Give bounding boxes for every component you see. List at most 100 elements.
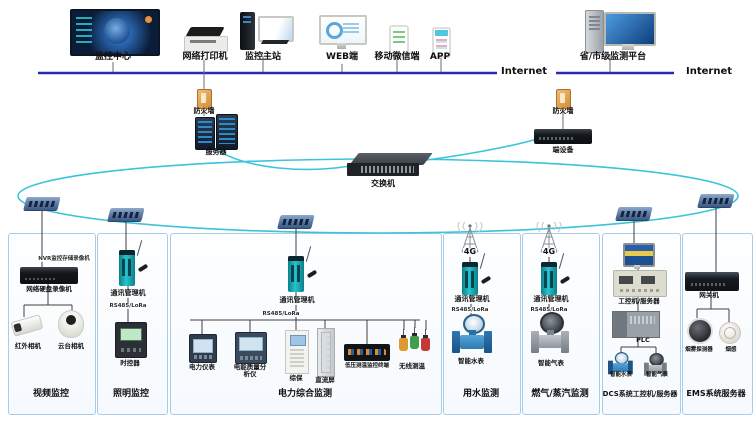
web-monitor-icon — [319, 15, 367, 45]
dcs-gas-meter-flange-right — [662, 362, 667, 376]
water-4g-label: 4G — [462, 247, 478, 257]
power-gateway-label: 通讯管理机 — [278, 296, 316, 305]
protection-relay-label: 综保 — [289, 374, 303, 382]
video-panel-lines — [23, 284, 73, 317]
smart-water-meter-label: 智能水表 — [458, 357, 484, 365]
firewall-right-label: 防火墙 — [552, 107, 574, 115]
main-station-keyboard — [260, 40, 290, 44]
water-meter-flange-right — [484, 331, 492, 353]
gas-meter-flange-right — [561, 331, 569, 353]
provincial-platform-tower-icon — [585, 10, 604, 53]
dcs-water-meter-flange-left — [608, 360, 613, 375]
panel-water-title: 用水监测 — [462, 389, 500, 399]
power-bus-label: RS485/LoRa — [261, 311, 301, 318]
time-controller-label: 时控器 — [120, 359, 140, 367]
dome-camera-label: 云台相机 — [58, 342, 84, 350]
wechat-label: 移动微信端 — [374, 52, 420, 62]
ipc-screen — [625, 245, 653, 265]
provincial-platform-screen — [606, 14, 654, 44]
water-meter-neck — [469, 330, 476, 335]
switch-label: 交换机 — [371, 179, 395, 188]
smoke-sensor-label: 烟感 — [725, 347, 737, 353]
access-hub-2 — [107, 208, 145, 221]
gas-bus-label: RS485/LoRa — [529, 307, 569, 314]
printer-slot — [190, 40, 216, 43]
access-hub-4 — [615, 207, 653, 220]
dcs-gas-meter-label: 智能气表 — [645, 372, 669, 378]
panel-lighting-title: 照明监控 — [112, 389, 150, 399]
water-gateway-label: 通讯管理机 — [453, 295, 491, 304]
gas-meter-body — [538, 335, 562, 348]
panel-gas-title: 燃气/蒸汽监测 — [531, 389, 589, 399]
web-chart-lines — [343, 23, 359, 35]
dc-panel-label: 直流屏 — [315, 376, 335, 384]
provincial-platform-stand — [622, 44, 634, 50]
hub-drop-lines — [41, 207, 717, 272]
power-quality-analyzer-label: 电能质量分析仪 — [233, 363, 267, 379]
network-printer-icon — [184, 27, 228, 52]
main-station-monitor-icon — [258, 16, 294, 42]
ellipsis-dots: ··· — [381, 345, 391, 354]
printer-body — [184, 36, 228, 52]
dome-camera-icon — [58, 310, 84, 338]
gas-gateway-label: 通讯管理机 — [532, 295, 570, 304]
wireless-temp-sensor-yellow — [399, 329, 408, 351]
water-bus-label: RS485/LoRa — [450, 307, 490, 314]
ipc-monitor-stand — [634, 265, 640, 269]
web-label: WEB端 — [326, 52, 358, 62]
web-monitor-stand — [337, 43, 346, 49]
server-rack-icon-2 — [216, 114, 238, 150]
provincial-platform-label: 省/市级监测平台 — [579, 52, 647, 62]
server-rack-icon-1 — [195, 117, 215, 150]
temperature-terminal-icon — [344, 344, 390, 361]
gas-meter-neck — [547, 330, 554, 335]
cell-tower-icon-gas — [536, 222, 562, 253]
access-hub-5 — [697, 194, 735, 207]
firewall-left-label: 防火墙 — [193, 107, 215, 115]
smoke-detector-white-icon — [719, 322, 741, 344]
gas-gateway-icon — [541, 262, 557, 295]
dcs-water-meter-flange-right — [627, 360, 633, 375]
ipc-monitor-icon — [623, 243, 655, 267]
dc-panel-cabinet-icon — [317, 328, 335, 377]
power-quality-analyzer-icon — [235, 332, 267, 364]
smoke-detector-label: 烟雾探测器 — [685, 347, 713, 353]
water-meter-body — [460, 335, 484, 349]
server-to-switch-link — [213, 147, 351, 171]
ipc-box-icon — [613, 270, 667, 297]
panel-dcs-title: DCS系统工控机/服务器 — [602, 390, 678, 398]
access-hub-1 — [23, 197, 61, 210]
main-station-label: 监控主站 — [244, 52, 282, 62]
bullet-camera-label: 红外相机 — [15, 342, 41, 350]
internet-label-right: Internet — [685, 66, 733, 77]
smart-gas-meter-icon — [531, 312, 569, 358]
water-gateway-icon — [462, 262, 478, 295]
panel-power-title: 电力综合监测 — [277, 389, 333, 399]
lighting-bus-label: RS485/LoRa — [108, 303, 148, 310]
ipc-label: 工控机/服务器 — [618, 297, 660, 305]
gas-4g-label: 4G — [541, 247, 557, 257]
top-drop-lines — [112, 54, 611, 129]
lighting-gateway-label: 通讯管理机 — [109, 289, 147, 298]
protection-relay-icon — [285, 330, 309, 374]
nvr-note: NVR监控存储录像机 — [37, 256, 91, 263]
switch-to-edge-link — [418, 138, 538, 162]
edge-device-icon — [534, 129, 592, 144]
app-phone-icon — [432, 27, 451, 58]
lighting-gateway-icon — [119, 250, 135, 286]
main-station-screen — [260, 18, 292, 40]
water-meter-flange-left — [452, 331, 460, 353]
provincial-platform-monitor-icon — [604, 12, 656, 46]
gas-meter-flange-left — [531, 331, 539, 353]
ems-panel-lines — [696, 290, 730, 322]
wireless-temp-label: 无线测温 — [399, 362, 425, 370]
ems-gateway-server-icon — [685, 272, 739, 291]
wireless-temp-sensor-red — [421, 329, 430, 351]
firewall-left-icon — [197, 89, 212, 109]
wechat-phone-icon — [389, 25, 409, 58]
monitoring-center-label: 监控中心 — [94, 52, 132, 62]
power-panel-lines — [190, 292, 427, 344]
temperature-terminal-label: 低压测温监控终端 — [344, 363, 390, 369]
